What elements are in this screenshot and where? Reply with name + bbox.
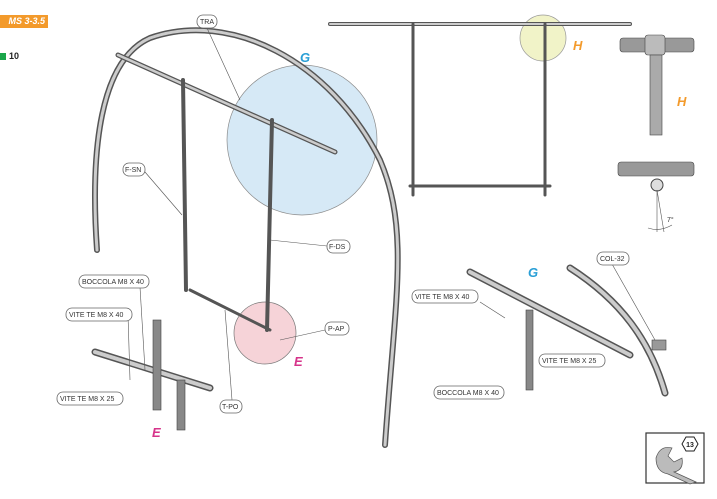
page-number: 10 bbox=[0, 51, 19, 61]
label-boccola-right: BOCCOLA M8 X 40 bbox=[433, 385, 505, 400]
svg-text:TRA: TRA bbox=[200, 19, 214, 26]
detail-e-plate-2 bbox=[176, 379, 186, 431]
svg-text:VITE TE M8 X 40: VITE TE M8 X 40 bbox=[415, 294, 469, 301]
detail-e-plate-1 bbox=[152, 319, 162, 411]
upright-f-sn bbox=[181, 78, 188, 292]
detail-circle-g bbox=[226, 64, 378, 216]
marker-h-detail: H bbox=[677, 94, 687, 109]
wrench-size: 13 bbox=[686, 442, 694, 449]
angle-label: 7° bbox=[667, 216, 674, 224]
marker-h-main: H bbox=[573, 38, 583, 53]
frame-front-view bbox=[328, 22, 632, 197]
page-color-square bbox=[0, 53, 6, 60]
svg-text:P-AP: P-AP bbox=[328, 326, 345, 333]
marker-e-detail: E bbox=[152, 425, 161, 440]
label-p-ap: P-AP bbox=[324, 321, 350, 336]
svg-text:F-SN: F-SN bbox=[125, 167, 141, 174]
label-tra: TRA bbox=[196, 14, 218, 29]
label-vite25-left: VITE TE M8 X 25 bbox=[56, 391, 124, 406]
label-vite25-right: VITE TE M8 X 25 bbox=[538, 353, 606, 368]
arch-tube bbox=[92, 27, 401, 448]
svg-text:T-PO: T-PO bbox=[222, 404, 239, 411]
model-badge: MS 3-3.5 bbox=[0, 15, 48, 28]
marker-e-main: E bbox=[294, 354, 303, 369]
tool-box: 13 bbox=[645, 432, 705, 485]
leader-lines bbox=[127, 27, 656, 401]
detail-g-drawing bbox=[466, 264, 669, 397]
label-vite40-left: VITE TE M8 X 40 bbox=[65, 307, 133, 322]
detail-circle-h bbox=[519, 14, 567, 62]
tube-t-po bbox=[188, 288, 272, 332]
marker-g-detail: G bbox=[528, 265, 538, 280]
label-f-sn: F-SN bbox=[122, 162, 146, 177]
wrench-icon bbox=[655, 447, 697, 485]
marker-g-main: G bbox=[300, 50, 310, 65]
detail-h-drawing bbox=[617, 34, 695, 233]
page-number-text: 10 bbox=[9, 51, 20, 61]
label-col32: COL-32 bbox=[596, 251, 630, 266]
svg-text:VITE TE M8 X 25: VITE TE M8 X 25 bbox=[542, 358, 596, 365]
svg-text:BOCCOLA M8 X 40: BOCCOLA M8 X 40 bbox=[437, 390, 499, 397]
label-t-po: T-PO bbox=[219, 399, 243, 414]
svg-text:VITE TE M8 X 25: VITE TE M8 X 25 bbox=[60, 396, 114, 403]
label-boccola-left: BOCCOLA M8 X 40 bbox=[78, 274, 150, 289]
label-vite40-right: VITE TE M8 X 40 bbox=[411, 289, 479, 304]
svg-text:F-DS: F-DS bbox=[329, 244, 346, 251]
upright-f-ds bbox=[265, 118, 274, 332]
label-f-ds: F-DS bbox=[326, 239, 351, 254]
svg-text:BOCCOLA M8 X 40: BOCCOLA M8 X 40 bbox=[82, 279, 144, 286]
svg-text:COL-32: COL-32 bbox=[600, 256, 625, 263]
detail-circle-e bbox=[233, 301, 297, 365]
crossbar-tra bbox=[115, 52, 338, 155]
svg-text:VITE TE M8 X 40: VITE TE M8 X 40 bbox=[69, 312, 123, 319]
